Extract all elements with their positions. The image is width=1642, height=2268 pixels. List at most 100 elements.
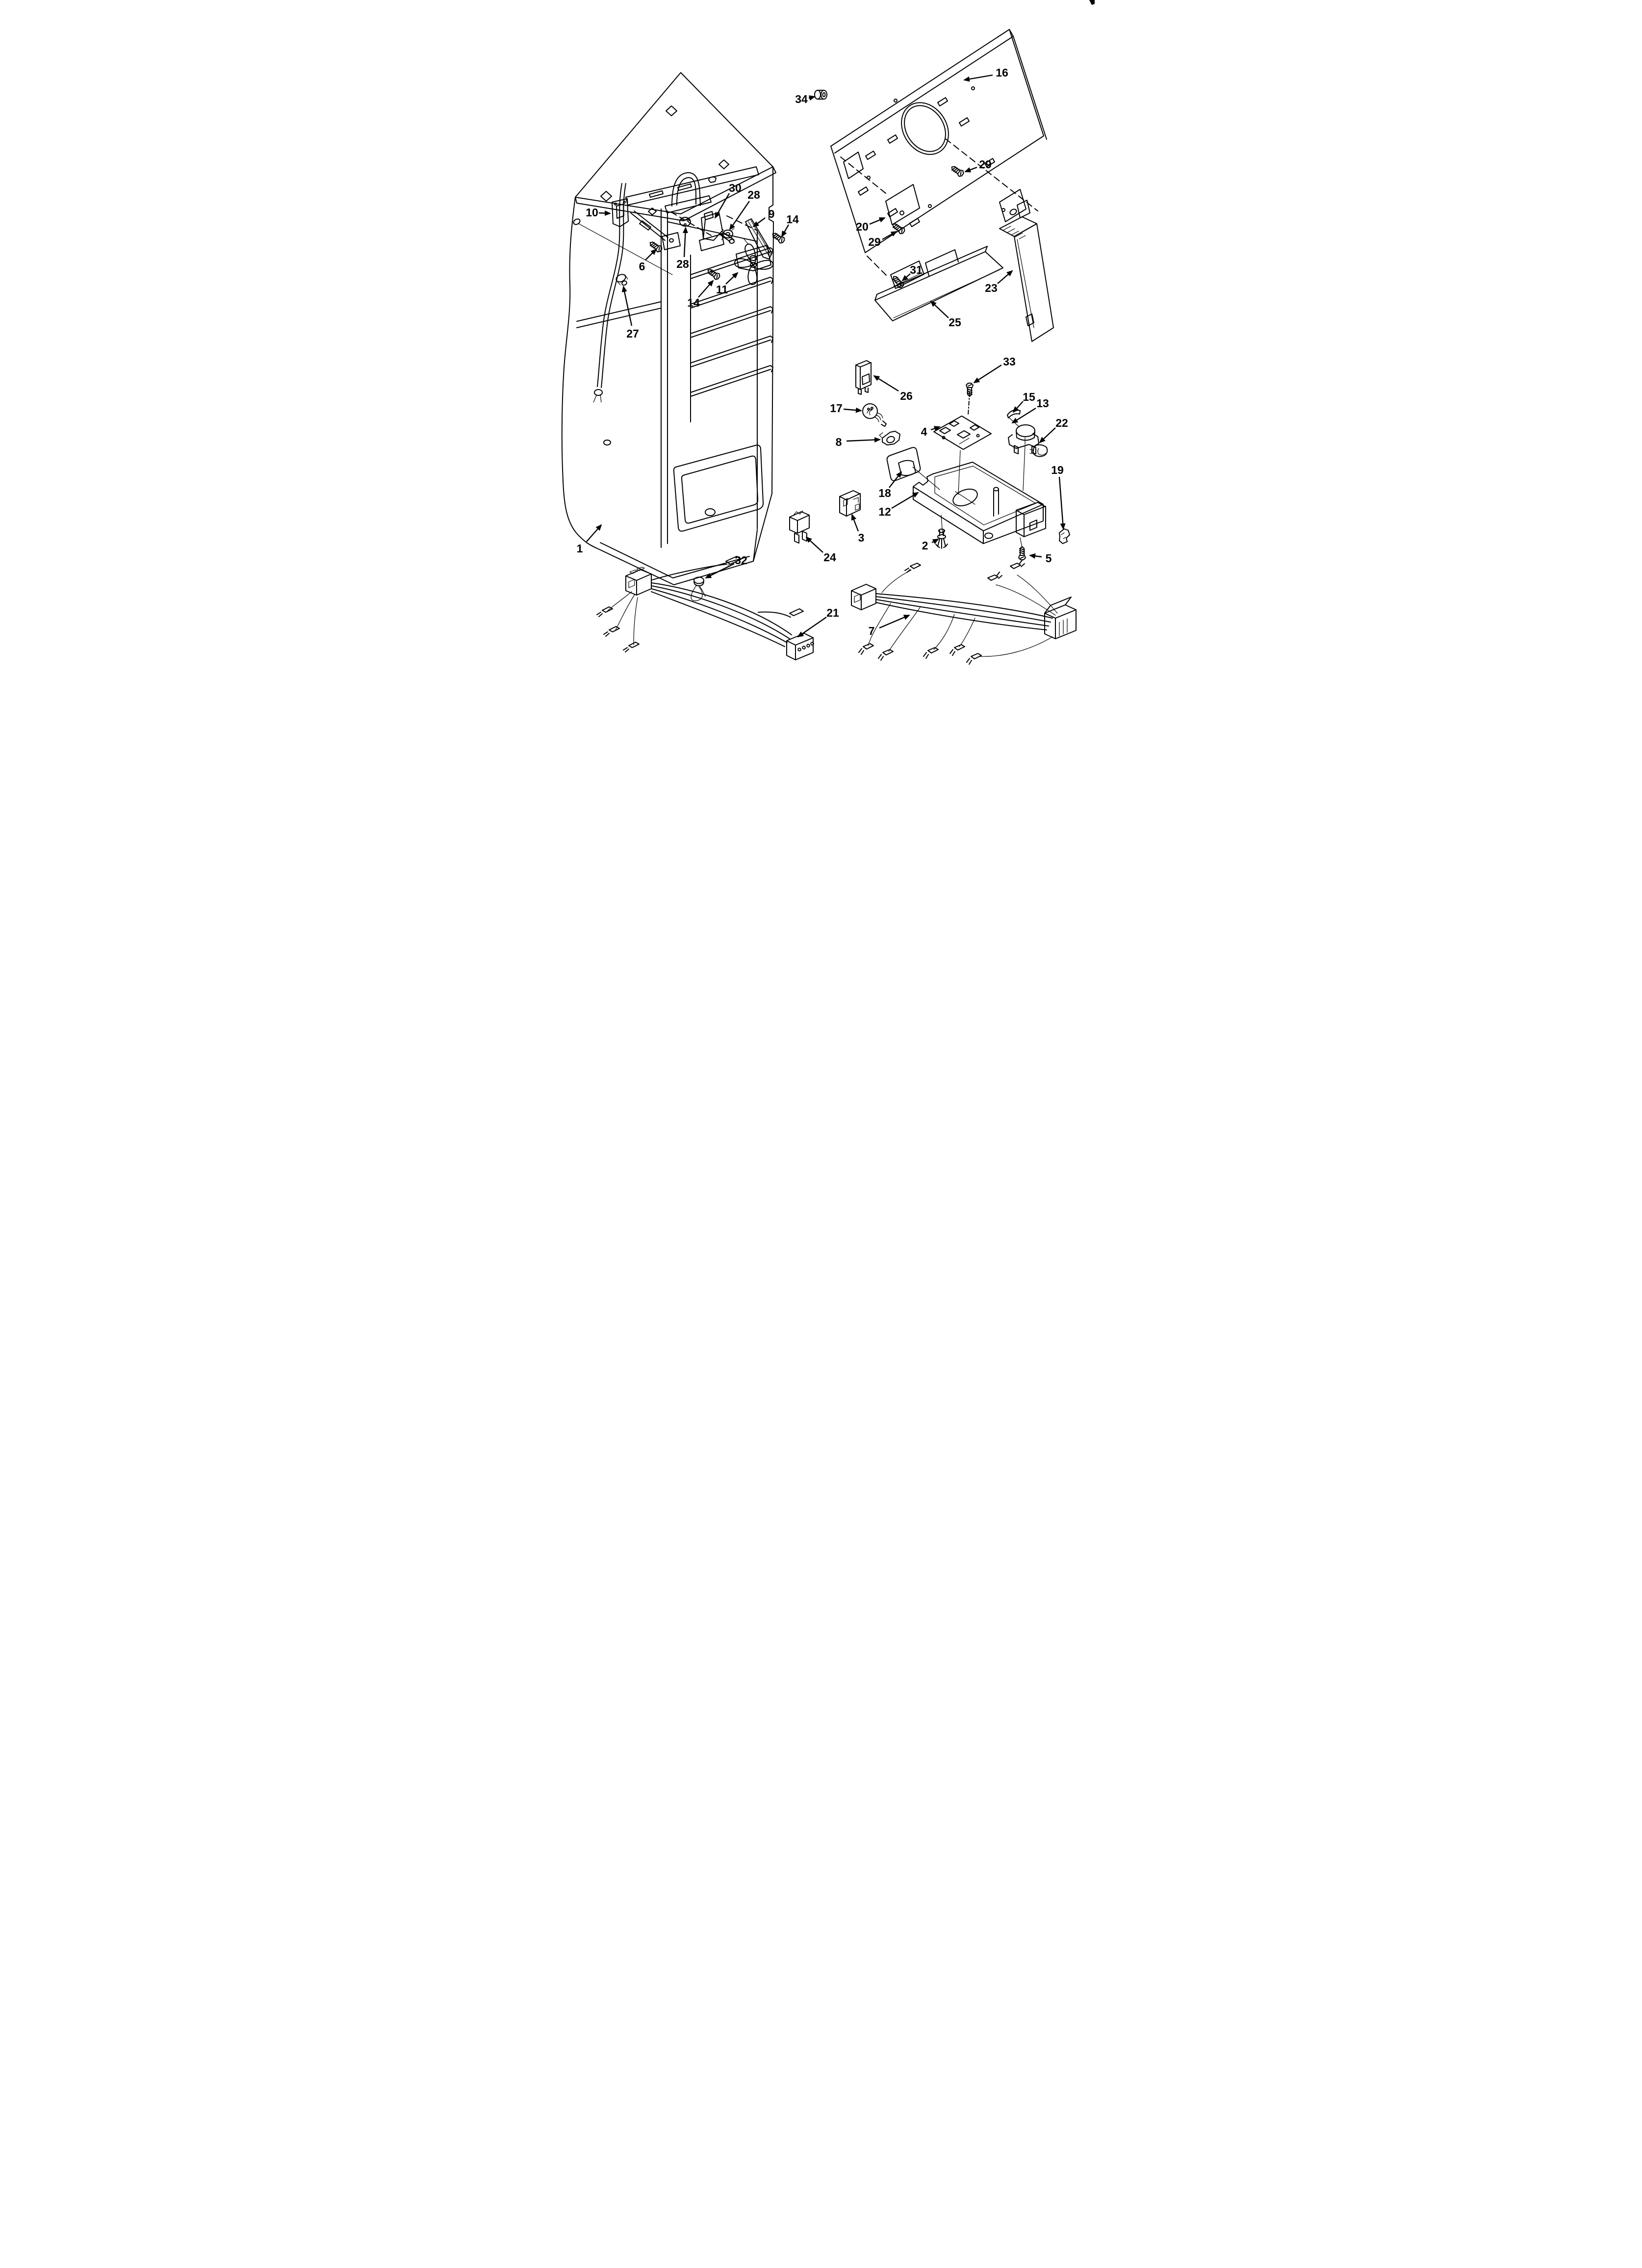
callout-20-arrow: [869, 217, 886, 225]
callout-24-label: 24: [823, 551, 836, 564]
knob-22: [1029, 444, 1048, 457]
rear-panel-assembly: [814, 29, 1054, 342]
callout-14-label: 14: [786, 213, 799, 226]
spade-terminal: [596, 606, 640, 652]
clip-19: [1059, 528, 1070, 544]
callout-29-label: 29: [979, 158, 992, 171]
harness21-main-connector: [625, 567, 652, 596]
switch-24: [789, 510, 810, 544]
push-fastener-2: [935, 528, 948, 549]
callout-22-label: 22: [1055, 417, 1068, 429]
callout-11-arrow: [725, 272, 739, 285]
control-parts: [789, 360, 1070, 560]
callout-23-label: 23: [985, 282, 998, 294]
callout-14-arrow: [781, 224, 790, 237]
sensor-disc-32: [691, 576, 706, 601]
callout-22-arrow: [1039, 427, 1056, 443]
panel-slot: [909, 218, 920, 227]
callout-21-arrow: [797, 617, 827, 638]
callout-15-label: 15: [1023, 391, 1035, 403]
callout-29-label: 29: [868, 235, 881, 248]
callout-9-arrow: [752, 217, 766, 228]
callout-15-arrow: [1012, 401, 1024, 413]
callout-9-label: 9: [769, 208, 775, 220]
panel-slot: [887, 134, 898, 144]
callout-28-arrow: [682, 227, 688, 258]
callout-33-arrow: [973, 364, 1002, 384]
liner-wall-wire: [593, 183, 626, 403]
switch-26: [855, 360, 872, 395]
harness7-main-connector: [851, 584, 876, 610]
callout-17-arrow: [843, 407, 862, 413]
panel-slot: [984, 158, 995, 167]
light-bulb-17: [862, 403, 887, 427]
callout-28-arrow: [729, 201, 750, 231]
control-housing-12: [913, 445, 1046, 548]
diagram-canvas: 1234567891011121314141516171819202122232…: [561, 0, 1095, 665]
evaporator-fan-assembly: [612, 166, 786, 286]
liner-bottom-pan: [673, 444, 764, 532]
panel-slot: [959, 117, 970, 127]
callout-29-arrow: [964, 166, 977, 173]
callout-7-arrow: [879, 614, 910, 629]
control-board-4: [933, 416, 992, 450]
panel-slot: [887, 208, 898, 217]
callout-12-label: 12: [878, 505, 891, 518]
screw-29: [949, 163, 965, 178]
callout-16-label: 16: [996, 66, 1008, 79]
callout-5-label: 5: [1046, 552, 1052, 565]
callout-30-label: 30: [729, 182, 742, 194]
harness21-connector-c: [789, 608, 804, 616]
liner-top-hole: [718, 159, 729, 169]
screw-5: [1018, 546, 1026, 560]
callout-26-label: 26: [900, 390, 913, 402]
rail-slot: [649, 190, 664, 198]
callout-7-label: 7: [869, 625, 875, 637]
rail-hole: [708, 176, 717, 183]
callout-4-arrow: [930, 426, 941, 431]
callout-10-label: 10: [586, 206, 598, 219]
panel-slot: [865, 151, 876, 160]
callout-17-label: 17: [830, 402, 843, 415]
spacer-34: [814, 90, 827, 100]
callout-34-label: 34: [795, 93, 808, 105]
callout-31-arrow: [901, 273, 911, 282]
grommet-28: [721, 228, 735, 240]
callout-12-arrow: [891, 492, 919, 509]
callout-30-arrow: [714, 193, 730, 219]
air-duct-23: [999, 200, 1054, 342]
callout-2-arrow: [931, 538, 939, 545]
rear-panel-16: [830, 29, 1047, 253]
callout-28-label: 28: [676, 258, 689, 270]
support-arm: [630, 210, 681, 250]
callout-13-arrow: [1011, 407, 1036, 424]
callout-5-arrow: [1029, 553, 1042, 559]
wire-harness-7: [851, 560, 1077, 665]
callout-27-arrow: [621, 286, 633, 326]
harness21-multipin: [786, 633, 814, 660]
callout-32-arrow: [705, 563, 735, 579]
callout-6-label: 6: [639, 260, 645, 273]
panel-cutout: [843, 152, 864, 179]
grommet-28b: [679, 217, 691, 227]
callout-1-arrow: [586, 524, 602, 542]
callout-6-arrow: [645, 248, 657, 261]
liner-floor-hole: [603, 440, 611, 445]
callout-32-label: 32: [735, 554, 747, 567]
liner-shelf-rails: [690, 247, 773, 397]
plate-20: [885, 184, 920, 225]
callout-27-label: 27: [626, 327, 639, 340]
callout-8-label: 8: [836, 436, 842, 448]
light-lens-18: [886, 447, 940, 490]
support-bracket: [671, 172, 701, 207]
liner-top-hole: [666, 105, 677, 116]
harness7-end-connector: [1044, 597, 1077, 639]
callout-18-label: 18: [878, 487, 891, 499]
liner-top-hole: [648, 208, 657, 215]
callout-19-arrow: [1058, 476, 1066, 530]
callout-11-label: 11: [716, 283, 728, 296]
fan-blade-11: [734, 238, 773, 285]
callout-14-label: 14: [687, 296, 700, 309]
harness21-connector-b: [725, 556, 742, 566]
